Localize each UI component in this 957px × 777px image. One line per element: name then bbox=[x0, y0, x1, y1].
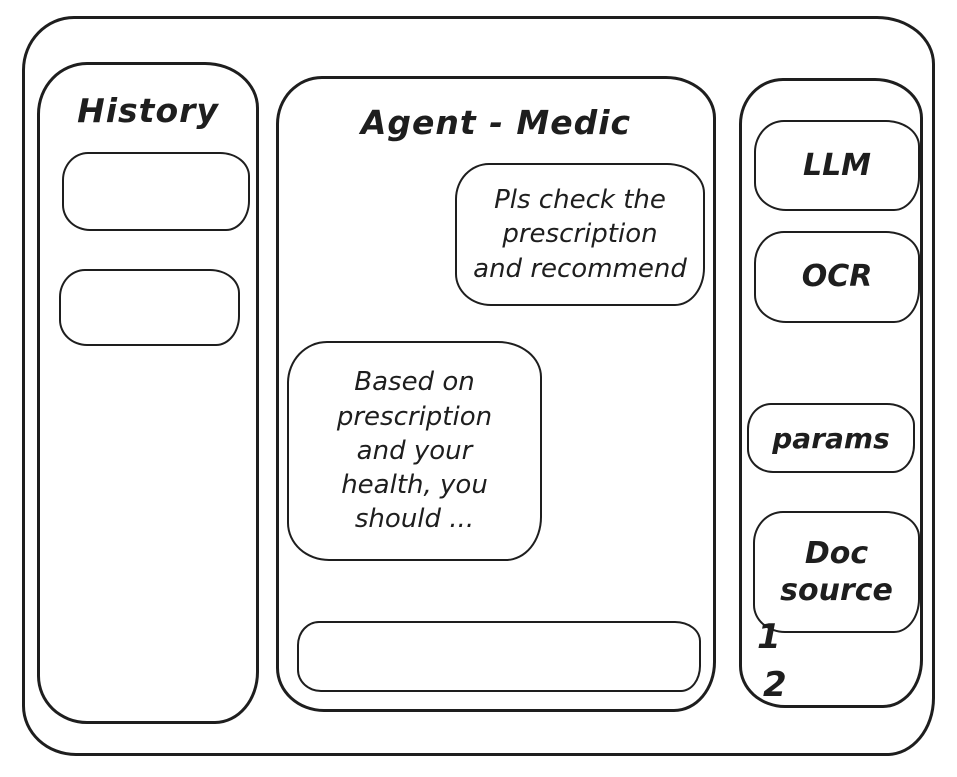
doc-source-item-2: 2 bbox=[763, 665, 787, 705]
params-button[interactable]: params bbox=[747, 403, 915, 473]
chat-input[interactable] bbox=[297, 621, 701, 692]
ocr-button[interactable]: OCR bbox=[754, 231, 920, 323]
history-sidebar: History bbox=[37, 62, 259, 724]
history-item[interactable] bbox=[62, 152, 250, 231]
history-item[interactable] bbox=[59, 269, 240, 346]
llm-button[interactable]: LLM bbox=[754, 120, 920, 211]
assistant-message-bubble: Based on prescription and your health, y… bbox=[287, 341, 542, 561]
doc-source-item-1: 1 bbox=[757, 617, 781, 657]
history-title: History bbox=[77, 91, 219, 130]
tools-sidebar: LLM OCR params Doc source 1 2 bbox=[739, 78, 923, 708]
user-message-bubble: Pls check the prescription and recommend bbox=[455, 163, 705, 306]
doc-source-button[interactable]: Doc source bbox=[753, 511, 920, 633]
chat-title: Agent - Medic bbox=[360, 103, 632, 142]
chat-panel: Agent - Medic Pls check the prescription… bbox=[276, 76, 716, 712]
